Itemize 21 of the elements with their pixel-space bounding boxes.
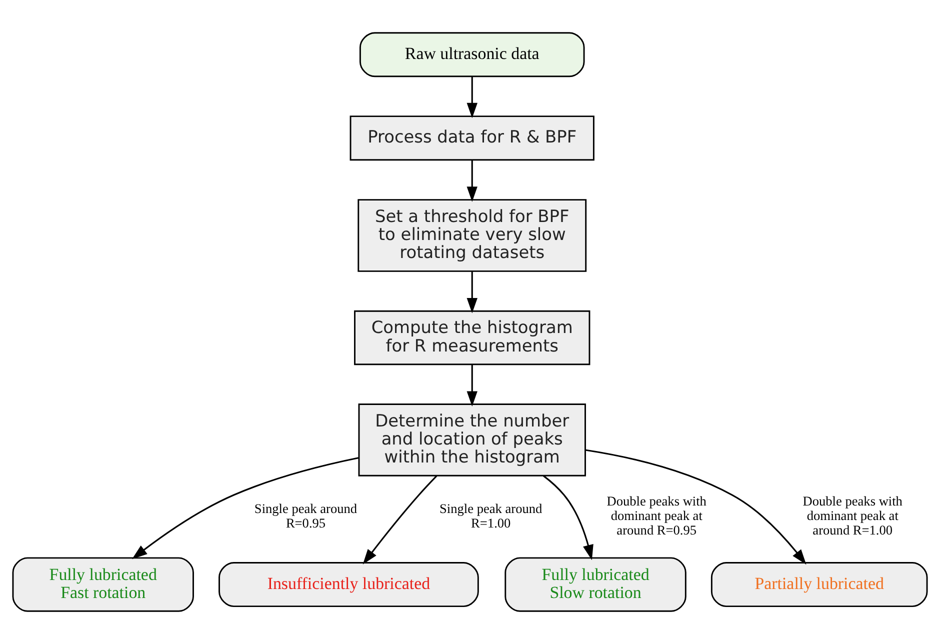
arrow [466, 76, 478, 118]
node-box: Insufficiently lubricated [218, 562, 479, 608]
node-box: Process data for R & BPF [350, 116, 594, 161]
edge-label: Double peaks with dominant peak at around R=1.00 [802, 494, 902, 538]
edge-label: Single peak around R=0.95 [254, 500, 358, 530]
arrow [466, 364, 478, 406]
node-box: Determine the number and location of peaks within the histogram [358, 404, 586, 476]
arrow [542, 475, 594, 560]
node-box: Fully lubricated Slow rotation [504, 557, 686, 612]
edge-label: Double peaks with dominant peak at around R=0.95 [606, 494, 706, 538]
arrow [362, 475, 438, 564]
arrow [585, 449, 806, 565]
node-box: Compute the histogram for R measurements [354, 310, 590, 366]
arrow [132, 457, 359, 560]
edge-label: Single peak around R=1.00 [440, 500, 542, 530]
node-box: Partially lubricated [710, 562, 928, 608]
arrow [466, 160, 478, 202]
node-box: Fully lubricated Fast rotation [12, 557, 194, 612]
arrow [466, 272, 478, 314]
node-box: Set a threshold for BPF to eliminate very slow rotating datasets [358, 199, 587, 272]
node-box: Raw ultrasonic data [359, 32, 585, 78]
